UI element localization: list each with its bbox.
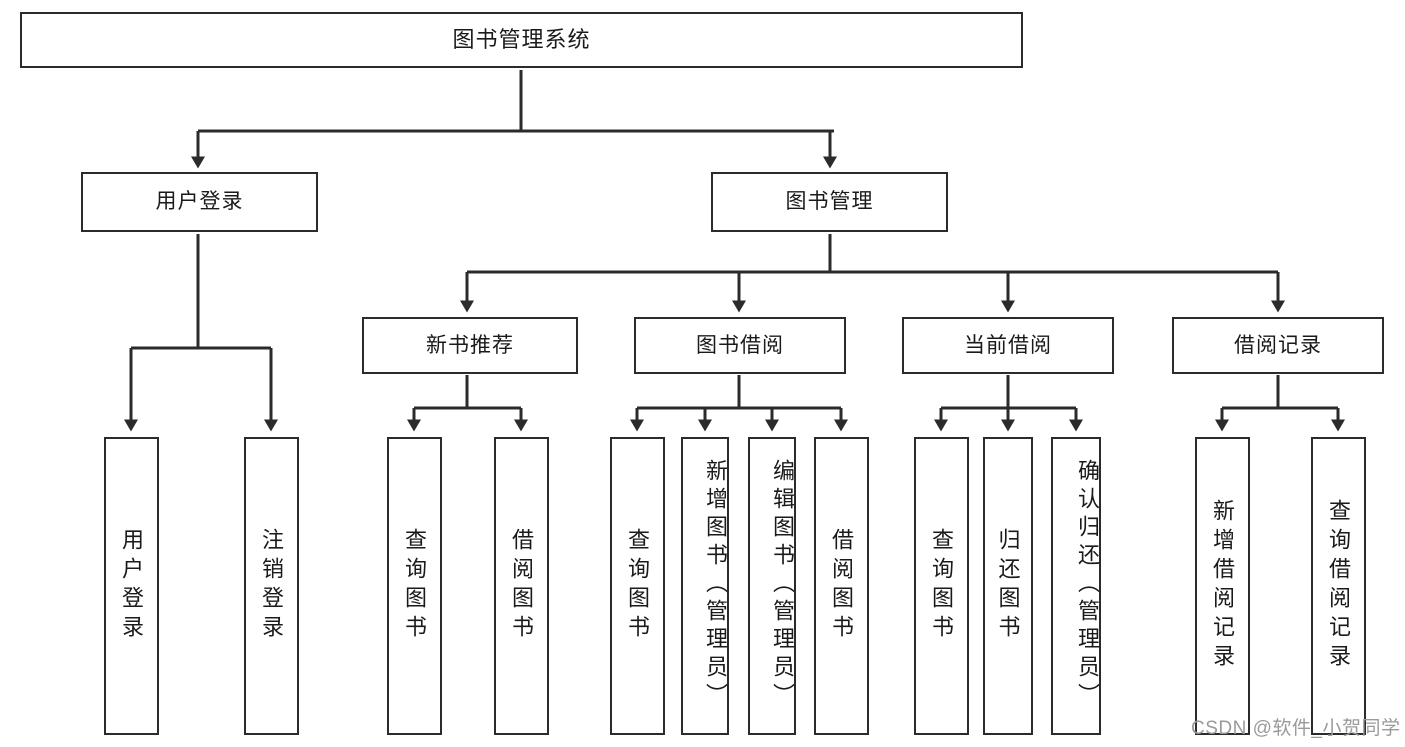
node-current-borrow[interactable]: 当前借阅 xyxy=(902,317,1114,374)
leaf-return-book[interactable]: 归还图书 xyxy=(983,437,1033,735)
leaf-query-book-current[interactable]: 查询图书 xyxy=(914,437,969,735)
node-user-login[interactable]: 用户登录 xyxy=(81,172,318,232)
leaf-borrow-book-new[interactable]: 借阅图书 xyxy=(494,437,549,735)
node-borrow-record[interactable]: 借阅记录 xyxy=(1172,317,1384,374)
leaf-confirm-return-admin[interactable]: 确认归还（管理员） xyxy=(1051,437,1101,735)
leaf-edit-book-admin[interactable]: 编辑图书（管理员） xyxy=(748,437,796,735)
leaf-query-borrow-record[interactable]: 查询借阅记录 xyxy=(1311,437,1366,735)
node-book-borrow[interactable]: 图书借阅 xyxy=(634,317,846,374)
leaf-user-login[interactable]: 用户登录 xyxy=(104,437,159,735)
leaf-logout[interactable]: 注销登录 xyxy=(244,437,299,735)
leaf-add-borrow-record[interactable]: 新增借阅记录 xyxy=(1195,437,1250,735)
leaf-borrow-book[interactable]: 借阅图书 xyxy=(814,437,869,735)
node-root[interactable]: 图书管理系统 xyxy=(20,12,1023,68)
node-book-management[interactable]: 图书管理 xyxy=(711,172,948,232)
node-new-book-recommend[interactable]: 新书推荐 xyxy=(362,317,578,374)
leaf-add-book-admin[interactable]: 新增图书（管理员） xyxy=(681,437,729,735)
leaf-query-book-borrow[interactable]: 查询图书 xyxy=(610,437,665,735)
csdn-watermark: CSDN @软件_小贺同学 xyxy=(1191,718,1401,739)
leaf-query-book-new[interactable]: 查询图书 xyxy=(387,437,442,735)
